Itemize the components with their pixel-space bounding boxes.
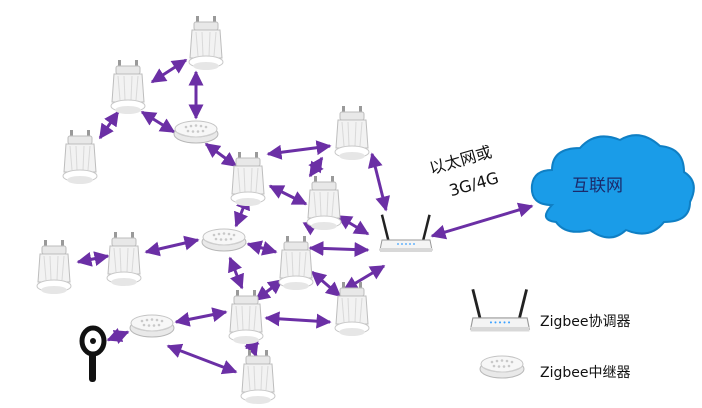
bulb-icon	[306, 175, 342, 231]
link-arrow	[150, 58, 188, 84]
router-icon	[379, 213, 433, 253]
link-arrow	[204, 142, 238, 168]
repeater-icon	[201, 228, 247, 252]
bulb-icon	[240, 349, 276, 405]
link-arrow	[254, 278, 284, 302]
bulb-icon	[278, 235, 314, 291]
link-arrow	[98, 110, 120, 140]
link-arrow	[336, 214, 370, 236]
bulb-icon	[106, 231, 142, 287]
link-arrow	[430, 202, 534, 240]
link-arrow	[308, 240, 370, 258]
link-arrow	[106, 328, 130, 344]
bulb-icon	[110, 59, 146, 115]
cloud-icon	[530, 134, 695, 239]
repeater-icon	[173, 120, 219, 144]
link-arrow	[166, 343, 238, 375]
repeater-icon	[129, 314, 175, 338]
link-arrow	[367, 152, 391, 212]
legend-repeater-label: Zigbee中继器	[540, 365, 631, 381]
link-arrow	[310, 270, 342, 298]
bulb-icon	[334, 105, 370, 161]
internet-label: 互联网	[572, 176, 623, 196]
link-arrow	[308, 156, 324, 178]
link-arrow	[342, 264, 386, 292]
router-icon	[470, 288, 530, 333]
link-arrow	[264, 311, 332, 329]
link-arrow	[76, 251, 110, 267]
bulb-icon	[62, 129, 98, 185]
bulb-icon	[334, 281, 370, 337]
bulb-icon	[230, 151, 266, 207]
link-arrow	[174, 307, 228, 327]
link-arrow	[144, 235, 200, 257]
repeater-icon	[479, 355, 525, 379]
link-arrow	[140, 110, 176, 134]
sensor-icon	[79, 325, 107, 382]
link-arrow	[246, 240, 278, 256]
link-arrow	[228, 256, 244, 290]
bulb-icon	[36, 239, 72, 295]
legend-coordinator-label: Zigbee协调器	[540, 314, 631, 330]
bulb-icon	[188, 15, 224, 71]
link-arrow	[268, 184, 308, 206]
link-arrow	[266, 140, 332, 160]
bulb-icon	[228, 289, 264, 345]
